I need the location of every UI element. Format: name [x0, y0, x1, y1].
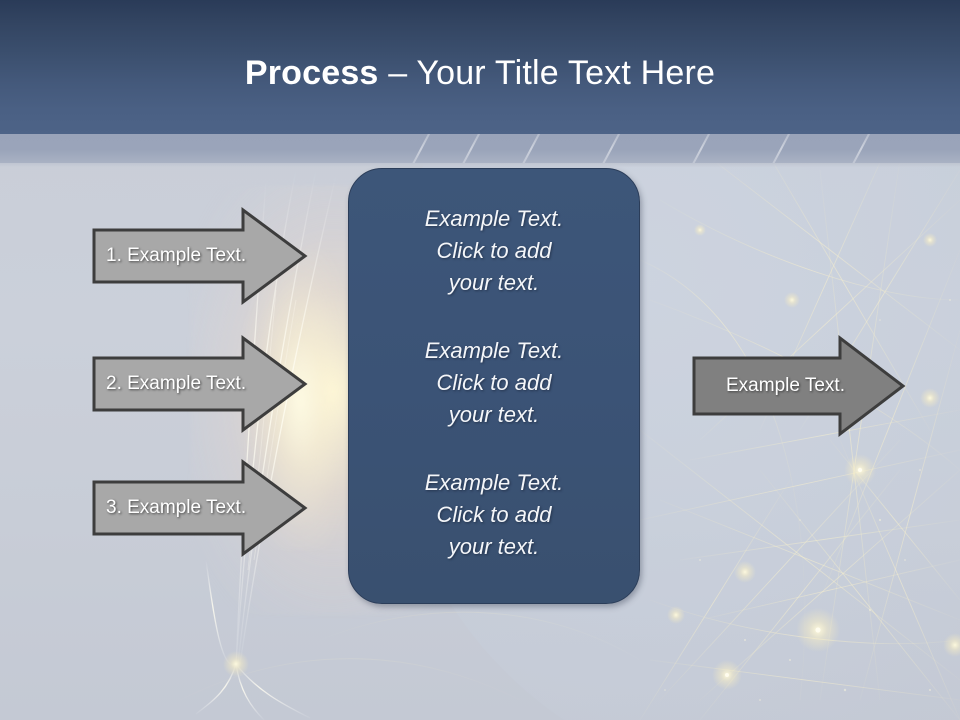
- arrow-output[interactable]: Example Text.: [692, 334, 906, 438]
- arrow-step-2[interactable]: 2. Example Text.: [92, 335, 308, 433]
- header-divider: [0, 163, 960, 167]
- process-panel[interactable]: Example Text. Click to add your text. Ex…: [348, 168, 640, 604]
- panel-paragraph-2: Example Text. Click to add your text.: [424, 338, 564, 427]
- panel-paragraph-1: Example Text. Click to add your text.: [424, 206, 564, 295]
- page-title: Process – Your Title Text Here: [0, 52, 960, 94]
- header-banner: [0, 0, 960, 134]
- arrow-step-3[interactable]: 3. Example Text.: [92, 459, 308, 557]
- arrow-step-1[interactable]: 1. Example Text.: [92, 207, 308, 305]
- header-subband: [0, 134, 960, 163]
- panel-paragraph-3: Example Text. Click to add your text.: [424, 470, 564, 559]
- page-title-strong: Process: [244, 54, 379, 92]
- page-title-rest: – Your Title Text Here: [378, 54, 716, 92]
